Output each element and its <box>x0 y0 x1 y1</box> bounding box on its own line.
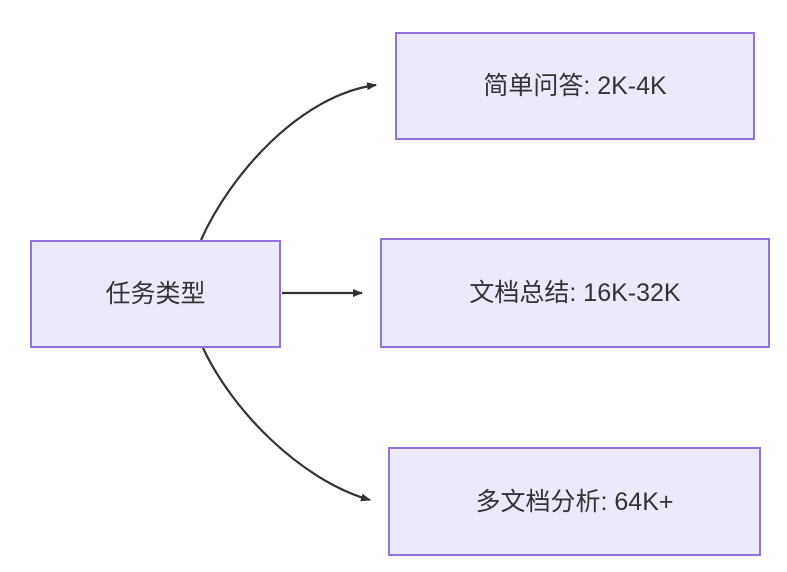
node-simple-qa[interactable]: 简单问答: 2K-4K <box>395 32 755 140</box>
node-simple-qa-label: 简单问答: 2K-4K <box>483 72 667 100</box>
node-task-type[interactable]: 任务类型 <box>30 240 281 348</box>
node-task-type-label: 任务类型 <box>105 280 206 308</box>
edge-root-to-simple-qa <box>199 82 377 241</box>
node-doc-summary[interactable]: 文档总结: 16K-32K <box>380 238 770 348</box>
node-doc-summary-label: 文档总结: 16K-32K <box>469 279 681 307</box>
node-multi-doc[interactable]: 多文档分析: 64K+ <box>388 447 761 556</box>
edge-root-to-multi-doc <box>202 347 371 502</box>
node-multi-doc-label: 多文档分析: 64K+ <box>475 487 674 516</box>
